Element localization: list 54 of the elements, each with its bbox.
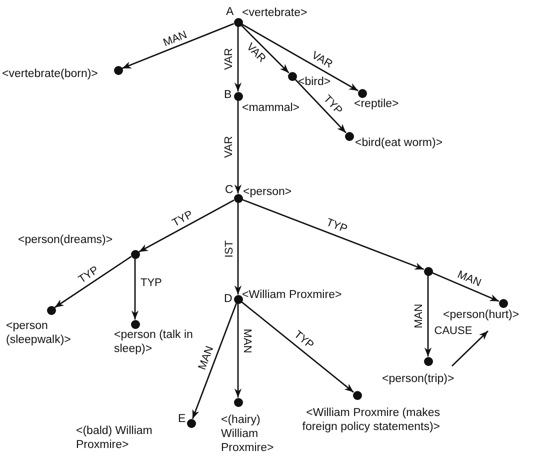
concept-label: <person(dreams)> [18, 233, 113, 247]
edge-label: MAN [456, 268, 483, 290]
concept-label: <bird> [298, 75, 331, 89]
arrow [242, 198, 424, 270]
edge-label: TYP [170, 208, 196, 230]
concept-label: <person (sleepwalk)> [6, 319, 72, 347]
arrow [424, 276, 432, 356]
edge-label: CAUSE [434, 325, 472, 338]
node-letter: B [224, 88, 232, 102]
edge-label: VAR [222, 48, 235, 70]
arrow [54, 256, 132, 308]
arrow [432, 272, 500, 302]
concept-label: <vertebrate(born)> [2, 67, 98, 81]
concept-label: <(bald) William Proxmire> [76, 424, 154, 452]
edge-label: TYP [140, 276, 162, 289]
arrow [242, 24, 358, 92]
edge-label: TYP [291, 328, 316, 352]
arrow [131, 258, 139, 320]
edge-label: TYP [324, 216, 349, 236]
edge-label: MAN [413, 304, 426, 328]
concept-label: <reptile> [354, 97, 399, 111]
arrow [240, 24, 290, 74]
node-letter: C [225, 183, 234, 197]
arrow [192, 302, 238, 420]
concept-label: <person(trip)> [382, 372, 454, 386]
edge-label: MAN [241, 328, 254, 354]
edge-label: VAR [222, 136, 235, 158]
node-letter: A [226, 5, 234, 19]
arrow [241, 301, 354, 393]
concept-label: <person (talk in sleep)> [114, 328, 194, 356]
edge-label: TYP [76, 264, 101, 286]
concept-label: <mammal> [242, 101, 300, 115]
arrow [234, 304, 242, 398]
edge-label: VAR [309, 49, 334, 70]
node-letter: D [224, 292, 232, 306]
node-letter: E [178, 412, 186, 426]
edge-label: MAN [162, 28, 189, 49]
concept-label: <vertebrate> [242, 6, 308, 20]
arrow [294, 78, 346, 134]
concept-label: <bird(eat worm)> [355, 136, 443, 150]
concept-label: <William Proxmire (makes foreign policy statements)> [302, 406, 440, 434]
edge-label: TYP [320, 93, 344, 118]
arrow [234, 26, 242, 92]
edge-label: IST [223, 240, 236, 258]
concept-label: <(hairy) William Proxmire> [221, 413, 275, 455]
concept-label: <person> [243, 185, 292, 199]
edge-label: MAN [196, 344, 216, 372]
arrow [234, 100, 242, 194]
concept-label: <William Proxmire> [242, 288, 342, 302]
arrow [138, 200, 234, 252]
arrow [122, 23, 234, 69]
arrow [234, 202, 242, 294]
concept-label: <person(hurt)> [443, 308, 520, 322]
arrow [452, 330, 488, 366]
